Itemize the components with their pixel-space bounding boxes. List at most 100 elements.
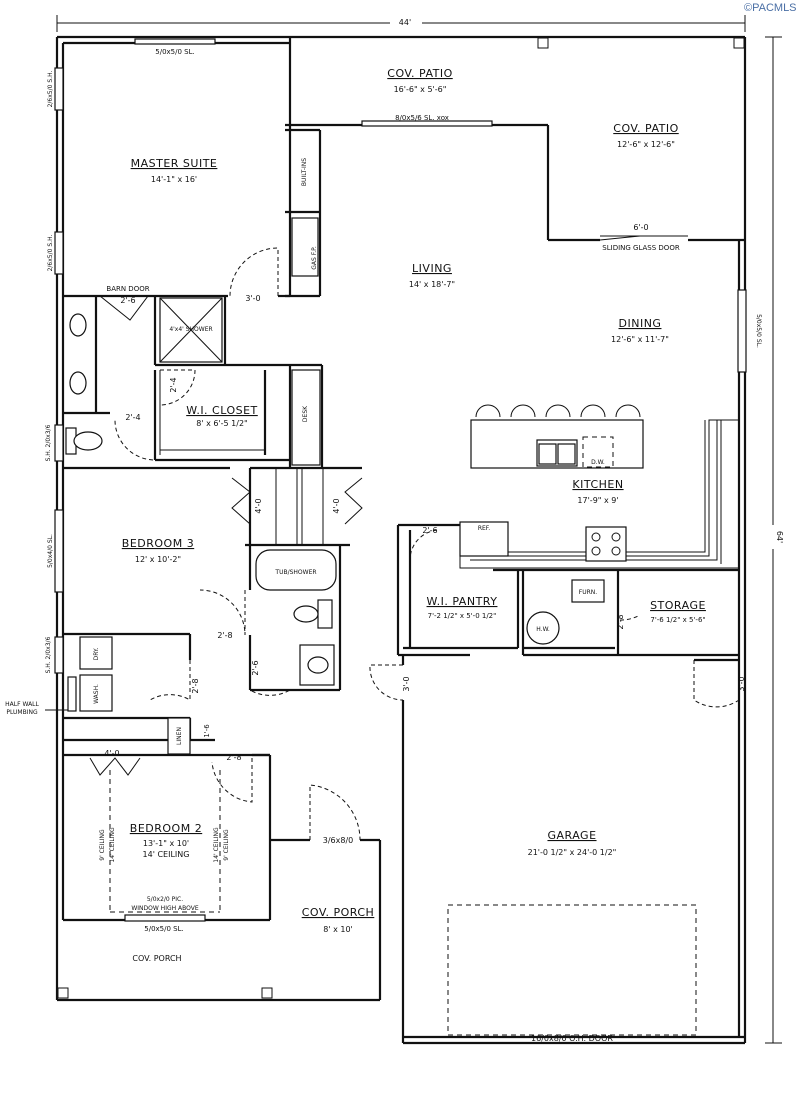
room-size-dining: 12'-6" x 11'-7": [611, 335, 669, 344]
svg-text:S.H. 2/0x3/6: S.H. 2/0x3/6: [45, 636, 52, 673]
svg-text:WASH.: WASH.: [93, 684, 100, 704]
room-name-garage: GARAGE: [547, 829, 596, 842]
svg-text:5/0x5/0 SL.: 5/0x5/0 SL.: [144, 925, 183, 933]
width-dimension: 44': [56, 15, 746, 32]
room-name-master: MASTER SUITE: [131, 157, 218, 170]
room-name-living: LIVING: [412, 262, 452, 275]
svg-text:9' CEILING: 9' CEILING: [223, 829, 230, 861]
linen-closet: [167, 717, 191, 755]
watermark: ©PACMLS: [744, 2, 797, 14]
water-heater: [526, 611, 560, 645]
svg-text:WINDOW HIGH ABOVE: WINDOW HIGH ABOVE: [131, 905, 199, 912]
exterior-walls: [55, 35, 747, 1045]
svg-text:1'-6: 1'-6: [203, 724, 211, 738]
room-size-bed3: 12' x 10'-2": [135, 555, 181, 564]
svg-text:HALF WALL: HALF WALL: [5, 701, 39, 708]
svg-text:2'-4: 2'-4: [169, 377, 178, 392]
room-size-living: 14' x 18'-7": [409, 280, 455, 289]
svg-text:FURN.: FURN.: [579, 589, 598, 596]
svg-text:BARN DOOR: BARN DOOR: [106, 285, 149, 293]
room-name-closet: W.I. CLOSET: [186, 404, 258, 417]
dryer: [79, 636, 113, 670]
svg-text:2'-6: 2'-6: [251, 660, 260, 675]
svg-text:3'-0: 3'-0: [402, 676, 411, 691]
svg-text:PLUMBING: PLUMBING: [6, 709, 38, 716]
room-name-dining: DINING: [619, 317, 662, 330]
svg-text:2'-8: 2'-8: [226, 753, 241, 762]
range-icon: [585, 526, 627, 562]
svg-text:S.H. 2/0x3/6: S.H. 2/0x3/6: [45, 424, 52, 461]
svg-text:4'x4' SHOWER: 4'x4' SHOWER: [169, 326, 212, 333]
svg-text:6'-0: 6'-0: [633, 223, 648, 232]
room-size-bed2: 13'-1" x 10': [143, 839, 189, 848]
svg-text:2'-4: 2'-4: [125, 413, 140, 422]
svg-text:3'-0: 3'-0: [245, 294, 260, 303]
svg-text:3'-0: 3'-0: [737, 676, 746, 691]
sink-icon: [69, 371, 87, 395]
svg-text:4'-0: 4'-0: [332, 498, 341, 513]
refrigerator: [459, 521, 509, 557]
windows: [54, 38, 747, 922]
dishwasher: [582, 436, 614, 468]
svg-text:4'-0: 4'-0: [104, 749, 119, 758]
room-size-porch: 8' x 10': [323, 925, 353, 934]
room-name-bed3: BEDROOM 3: [122, 537, 194, 550]
toilet-icon: [73, 431, 103, 451]
svg-text:DRY.: DRY.: [93, 648, 100, 661]
svg-text:REF.: REF.: [478, 525, 490, 532]
svg-text:H.W.: H.W.: [536, 626, 550, 633]
depth-dimension: 64': [765, 36, 784, 1044]
garage-door-outline: [447, 904, 697, 1036]
window-labels: 5/0x5/0 SL. 2/6x5/0 S.H. 2/6x5/0 S.H. 8/…: [45, 48, 762, 933]
svg-text:GAS F.P.: GAS F.P.: [311, 246, 318, 270]
svg-text:2'-6: 2'-6: [120, 296, 135, 305]
bathtub: [255, 549, 337, 591]
furnace: [571, 579, 605, 603]
room-name-bed2: BEDROOM 2: [130, 822, 202, 835]
room-size-patio1: 16'-6" x 5'-6": [394, 85, 447, 94]
depth-label: 64': [775, 531, 784, 543]
room-size-garage: 21'-0 1/2" x 24'-0 1/2": [528, 848, 617, 857]
svg-text:5/0x5/0 SL.: 5/0x5/0 SL.: [155, 48, 194, 56]
svg-text:2/6x5/0 S.H.: 2/6x5/0 S.H.: [47, 71, 54, 108]
svg-text:LINEN: LINEN: [176, 727, 183, 745]
svg-text:16/0x8/0 O.H. DOOR: 16/0x8/0 O.H. DOOR: [531, 1034, 613, 1043]
fireplace-icon: [291, 217, 319, 277]
fixture-labels: 4'x4' SHOWER BUILT-INS GAS F.P. DESK D.W…: [5, 158, 605, 863]
room-name-patio2: COV. PATIO: [613, 122, 678, 135]
room-size-patio2: 12'-6" x 12'-6": [617, 140, 675, 149]
svg-text:TUB/SHOWER: TUB/SHOWER: [274, 569, 316, 576]
svg-text:9' CEILING: 9' CEILING: [99, 829, 106, 861]
washer: [79, 674, 113, 712]
room-name-patio1: COV. PATIO: [387, 67, 452, 80]
svg-text:SLIDING GLASS DOOR: SLIDING GLASS DOOR: [602, 244, 680, 252]
svg-text:14' CEILING: 14' CEILING: [109, 827, 116, 863]
room-size-kitchen: 17'-9" x 9': [577, 496, 618, 505]
room-name-kitchen: KITCHEN: [572, 478, 623, 491]
sink-icon: [307, 656, 329, 674]
svg-text:D.W.: D.W.: [591, 459, 605, 466]
door-labels: BARN DOOR 2'-6 3'-0 2'-4 2'-4 4'-0 4'-0 …: [104, 285, 746, 1043]
toilet-icon: [293, 605, 319, 623]
svg-text:5/0x4/0 SL.: 5/0x4/0 SL.: [47, 534, 54, 568]
svg-text:14' CEILING: 14' CEILING: [213, 827, 220, 863]
bar-stools: [475, 404, 641, 418]
svg-text:2'-8: 2'-8: [191, 678, 200, 693]
room-name-porch: COV. PORCH: [302, 906, 375, 919]
width-label: 44': [399, 18, 411, 27]
svg-text:4'-0: 4'-0: [254, 498, 263, 513]
svg-text:2'-8: 2'-8: [616, 614, 625, 629]
door-swings: [89, 247, 740, 841]
svg-text:2/6x5/0 S.H.: 2/6x5/0 S.H.: [47, 235, 54, 272]
room-name-pantry: W.I. PANTRY: [427, 595, 498, 608]
room-size-closet: 8' x 6'-5 1/2": [196, 419, 247, 428]
svg-text:BUILT-INS: BUILT-INS: [301, 158, 308, 186]
svg-text:DESK: DESK: [302, 405, 309, 422]
toilet-tank: [317, 599, 333, 629]
room-ceiling-bed2: 14' CEILING: [143, 850, 190, 859]
sink-icon: [69, 313, 87, 337]
svg-text:5/0x2/0 PIC.: 5/0x2/0 PIC.: [147, 896, 183, 903]
svg-text:2'-6: 2'-6: [422, 526, 437, 535]
svg-text:2'-8: 2'-8: [217, 631, 232, 640]
desk: [291, 369, 321, 466]
